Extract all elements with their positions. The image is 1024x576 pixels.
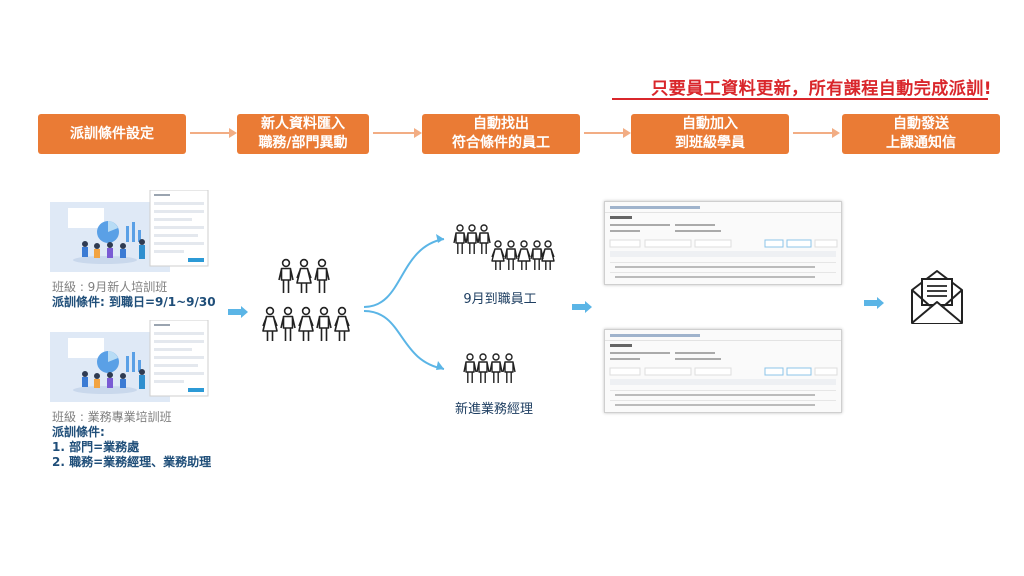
step-2: 新人資料匯入 職務/部門異動 [237,114,369,154]
class-1-name: 班級 : 9月新人培訓班 [52,280,168,294]
step-4-line2: 到班級學員 [675,135,745,151]
class-1-rule: 派訓條件: 到職日=9/1~9/30 [52,295,216,309]
step-5-line2: 上課通知信 [886,135,956,151]
step-3-line2: 符合條件的員工 [452,135,550,151]
class-2-name: 班級 : 業務專業培訓班 [52,410,172,424]
envelope-icon [911,270,963,324]
new-hires-group-icon [453,224,555,271]
step-4-line1: 自動加入 [682,116,738,132]
class-roster-screenshot-2 [604,329,842,413]
step-2-line1: 新人資料匯入 [261,116,345,132]
step-3: 自動找出 符合條件的員工 [422,114,580,154]
sales-managers-group-icon [463,353,516,384]
class-2-rule-title: 派訓條件: [52,425,105,439]
step-5-line1: 自動發送 [893,116,949,132]
class-2-rule-1: 1. 部門=業務處 [52,440,140,454]
class-1-thumbnail [50,190,209,272]
arrow-right-icon [864,297,884,309]
step-4: 自動加入 到班級學員 [631,114,789,154]
flow-arrow-3 [584,128,631,138]
flow-arrow-1 [190,128,237,138]
headline: 只要員工資料更新，所有課程自動完成派訓! [651,79,992,99]
step-2-line2: 職務/部門異動 [258,135,348,151]
step-1: 派訓條件設定 [38,114,186,154]
class-1-caption: 班級 : 9月新人培訓班 派訓條件: 到職日=9/1~9/30 [52,280,216,310]
arrow-right-icon [572,301,592,313]
step-1-line1: 派訓條件設定 [70,125,154,142]
split-arrows [363,234,445,370]
arrow-right-icon [228,306,248,318]
class-2-caption: 班級 : 業務專業培訓班 派訓條件: 1. 部門=業務處 2. 職務=業務經理、… [52,410,211,470]
new-hires-label: 9月到職員工 [463,292,537,307]
people-group-icon [262,258,350,342]
flow-arrow-4 [793,128,840,138]
step-5: 自動發送 上課通知信 [842,114,1000,154]
step-3-line1: 自動找出 [473,116,529,132]
class-2-thumbnail [50,320,209,402]
class-roster-screenshot-1 [604,201,842,285]
flow-arrow-2 [373,128,422,138]
class-2-rule-2: 2. 職務=業務經理、業務助理 [52,455,212,469]
headline-underline [612,98,988,100]
sales-managers-label: 新進業務經理 [454,402,533,417]
